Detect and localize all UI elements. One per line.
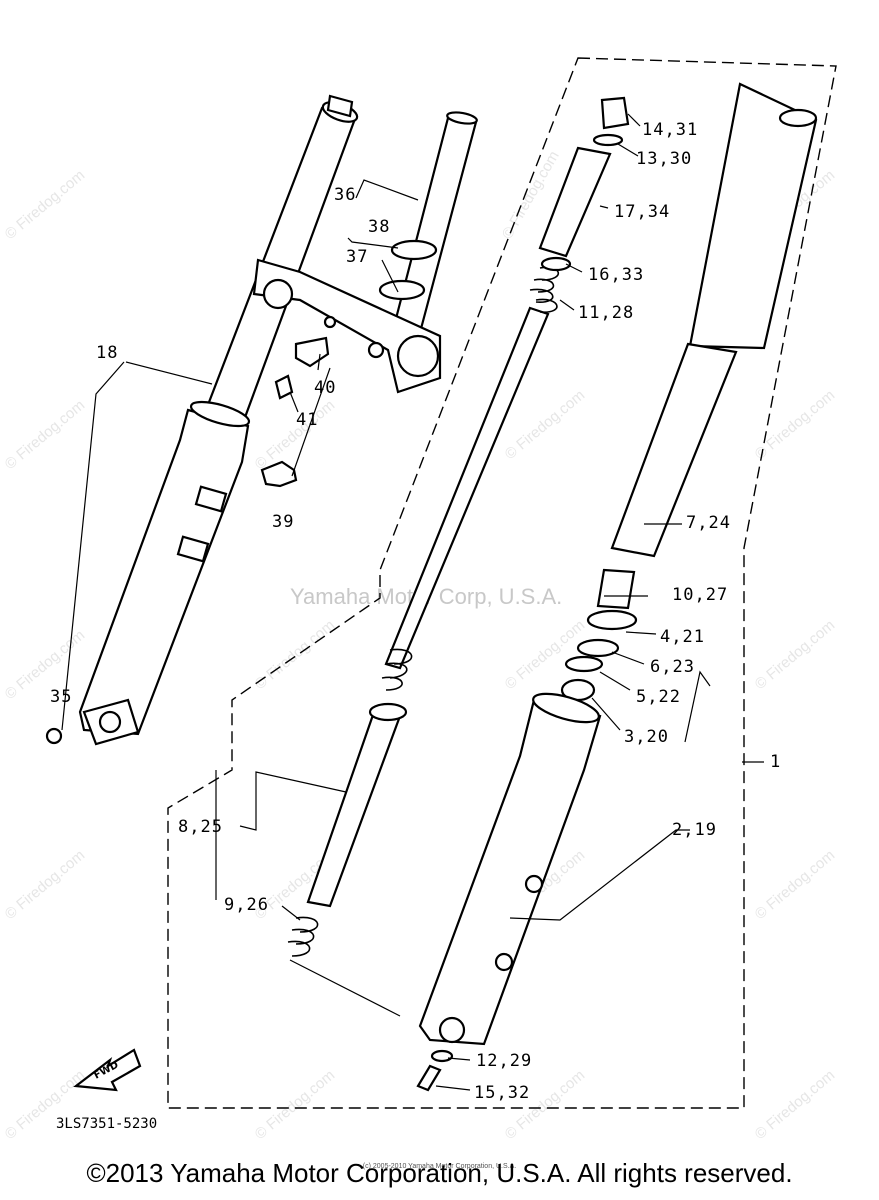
washer-5-22 <box>564 655 604 673</box>
label-1: 1 <box>770 752 781 772</box>
steering-stem <box>252 111 478 394</box>
nut-part <box>45 727 63 745</box>
pinch-bolt-part <box>260 460 298 488</box>
inner-tube-7-24 <box>610 342 738 558</box>
label-7-24: 7,24 <box>686 513 731 533</box>
left-fork-assembly <box>78 94 359 746</box>
watermark-text: © Firedog.com <box>2 847 88 923</box>
assembly-boundary <box>167 57 837 1109</box>
watermark-text: © Firedog.com <box>752 847 838 923</box>
clip-6-23 <box>576 638 620 658</box>
label-8-25: 8,25 <box>178 817 223 837</box>
watermark-text: © Firedog.com <box>752 387 838 463</box>
label-10-27: 10,27 <box>672 585 728 605</box>
watermark-text: © Firedog.com <box>252 397 338 473</box>
cap-bolt-14-31 <box>600 96 630 130</box>
label-15-32: 15,32 <box>474 1083 530 1103</box>
part-labels: 1 2,19 3,20 5,22 6,23 4,21 10,27 7,24 11… <box>50 120 781 1103</box>
fwd-arrow-icon: FWD <box>73 1048 142 1092</box>
label-14-31: 14,31 <box>642 120 698 140</box>
watermark-text: © Firedog.com <box>502 387 588 463</box>
label-3-20: 3,20 <box>624 727 669 747</box>
damper-rod <box>381 266 560 691</box>
label-12-29: 12,29 <box>476 1051 532 1071</box>
o-ring-13-30 <box>592 133 624 147</box>
label-35: 35 <box>50 687 72 707</box>
label-18: 18 <box>96 343 118 363</box>
label-6-23: 6,23 <box>650 657 695 677</box>
oil-seal-4-21 <box>586 609 638 631</box>
label-17-34: 17,34 <box>614 202 670 222</box>
leader-lines <box>61 113 764 1091</box>
label-4-21: 4,21 <box>660 627 705 647</box>
label-40: 40 <box>314 378 336 398</box>
watermark-text: © Firedog.com <box>2 627 88 703</box>
diagram-code: 3LS7351-5230 <box>56 1116 157 1132</box>
watermark-text: © Firedog.com <box>752 1067 838 1143</box>
outer-tube <box>688 82 818 350</box>
washer-16-33 <box>540 256 572 272</box>
tiny-notice: (c) 2005-2010 Yamaha Motor Corporation, … <box>362 1163 517 1170</box>
watermark-text: © Firedog.com <box>2 397 88 473</box>
bushing-10-27 <box>596 568 636 610</box>
watermark-text: © Firedog.com <box>2 167 88 243</box>
bolt-15-32 <box>416 1064 442 1092</box>
watermark-text: © Firedog.com <box>252 1067 338 1143</box>
watermark-text: © Firedog.com <box>752 617 838 693</box>
label-38: 38 <box>368 217 390 237</box>
lower-damper <box>287 702 408 957</box>
copyright-footer: ©2013 Yamaha Motor Corporation, U.S.A. A… <box>86 1158 793 1188</box>
watermark-text: © Firedog.com <box>502 1067 588 1143</box>
spacer-17-34 <box>538 146 612 258</box>
label-39: 39 <box>272 512 294 532</box>
label-5-22: 5,22 <box>636 687 681 707</box>
label-13-30: 13,30 <box>636 149 692 169</box>
label-9-26: 9,26 <box>224 895 269 915</box>
label-11-28: 11,28 <box>578 303 634 323</box>
washer-12-29 <box>430 1049 454 1063</box>
bolt-part <box>274 374 294 400</box>
label-37: 37 <box>346 247 368 267</box>
watermark-text: © Firedog.com <box>252 617 338 693</box>
label-16-33: 16,33 <box>588 265 644 285</box>
label-41: 41 <box>296 410 318 430</box>
label-36: 36 <box>334 185 356 205</box>
cable-guide-part <box>294 336 330 368</box>
label-2-19: 2,19 <box>672 820 717 840</box>
